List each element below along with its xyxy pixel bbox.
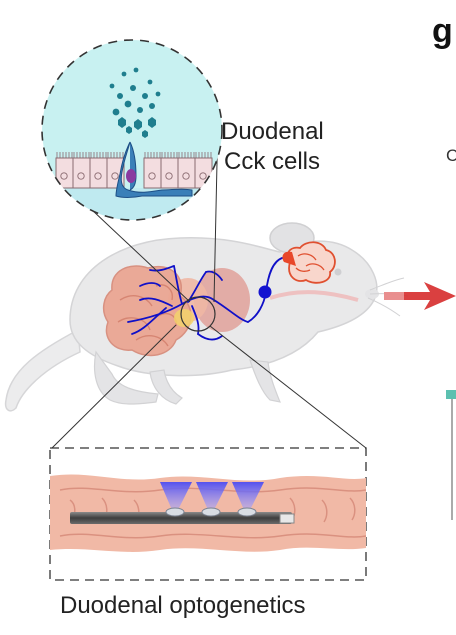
- flow-arrow: [384, 282, 456, 310]
- mouse-hind-leg: [93, 350, 159, 405]
- cck-cell-inset: [41, 39, 223, 221]
- duodenal-optogenetics-label: Duodenal optogenetics: [60, 592, 306, 619]
- next-panel-fragment: [446, 390, 456, 520]
- duodenum-region: [174, 309, 194, 327]
- right-edge-text-fragment: C: [446, 146, 456, 165]
- duodenal-cck-cells-label-line2: Cck cells: [224, 148, 321, 175]
- epithelial-cells: [55, 152, 213, 189]
- brain-illustration: [282, 241, 336, 284]
- optical-fiber: [70, 512, 292, 524]
- duodenal-cck-cells-label-line1: Duodenal: [221, 118, 324, 145]
- panel-letter: g: [432, 12, 453, 50]
- inset-border: [41, 39, 223, 221]
- cck-cell: [115, 141, 193, 198]
- nodose-ganglion: [258, 285, 272, 299]
- mouse-front-leg: [249, 359, 281, 403]
- led-emitters: [165, 507, 257, 517]
- mouse-tail: [4, 328, 81, 412]
- optogenetics-box: [49, 447, 367, 581]
- cck-granules: [109, 67, 161, 138]
- zoom-circle: [180, 296, 216, 332]
- light-beams: [160, 482, 264, 510]
- mouse-eye: [334, 268, 342, 276]
